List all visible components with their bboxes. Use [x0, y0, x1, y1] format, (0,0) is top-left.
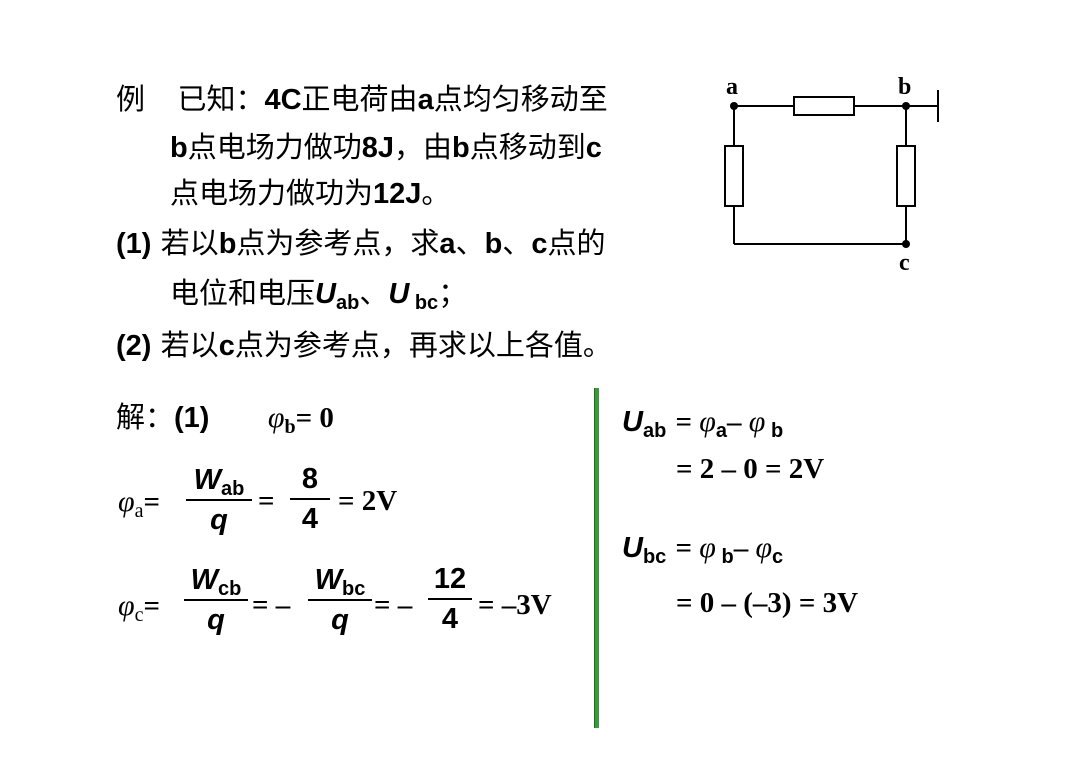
node-c-dot	[902, 240, 910, 248]
phi-c-label: φc=	[118, 589, 161, 626]
ubc-line-2: = 0 – (–3) = 3V	[676, 587, 859, 619]
resistor-left	[724, 145, 744, 207]
phi-a-label: φa=	[118, 485, 161, 522]
node-a-label: a	[726, 74, 738, 100]
resistor-bc	[896, 145, 916, 207]
node-b-dot	[902, 102, 910, 110]
fraction-wab-q: Wab q	[186, 462, 252, 537]
uab-line-1: Uab = φa– φ b	[622, 405, 784, 442]
node-b-label: b	[898, 74, 911, 100]
minus-sign-2: = –	[374, 589, 413, 621]
phi-c-result: = –3V	[478, 589, 552, 621]
resistor-ab	[793, 96, 855, 116]
problem-line-3: 点电场力做功为12J。	[170, 176, 451, 210]
problem-line-1: 例 已知：4C正电荷由a点均匀移动至	[116, 82, 608, 116]
problem-line-2: b点电场力做功8J，由b点移动到c	[170, 130, 602, 164]
uab-line-2: = 2 – 0 = 2V	[676, 453, 825, 485]
question-1-line-2: 电位和电压Uab、U bc；	[170, 276, 468, 314]
question-1-line-1: (1) 若以b点为参考点，求a、b、c点的	[116, 226, 606, 260]
eq-sign-1: =	[258, 485, 275, 517]
fraction-wbc-q: Wbc q	[308, 562, 372, 637]
minus-sign-1: = –	[252, 589, 291, 621]
fraction-8-4: 8 4	[290, 462, 330, 536]
divider-line	[594, 388, 599, 728]
node-a-dot	[730, 102, 738, 110]
solution-line-1: 解：(1) φb= 0	[116, 400, 334, 438]
question-2: (2) 若以c点为参考点，再求以上各值。	[116, 328, 612, 362]
node-c-label: c	[899, 250, 910, 276]
example-tag: 例	[116, 82, 146, 116]
ubc-line-1: Ubc = φ b– φc	[622, 531, 784, 568]
circuit-diagram: a b c	[724, 74, 939, 276]
fraction-wcb-q: Wcb q	[184, 562, 248, 637]
phi-a-result: = 2V	[338, 485, 398, 517]
fraction-12-4: 12 4	[428, 562, 472, 636]
